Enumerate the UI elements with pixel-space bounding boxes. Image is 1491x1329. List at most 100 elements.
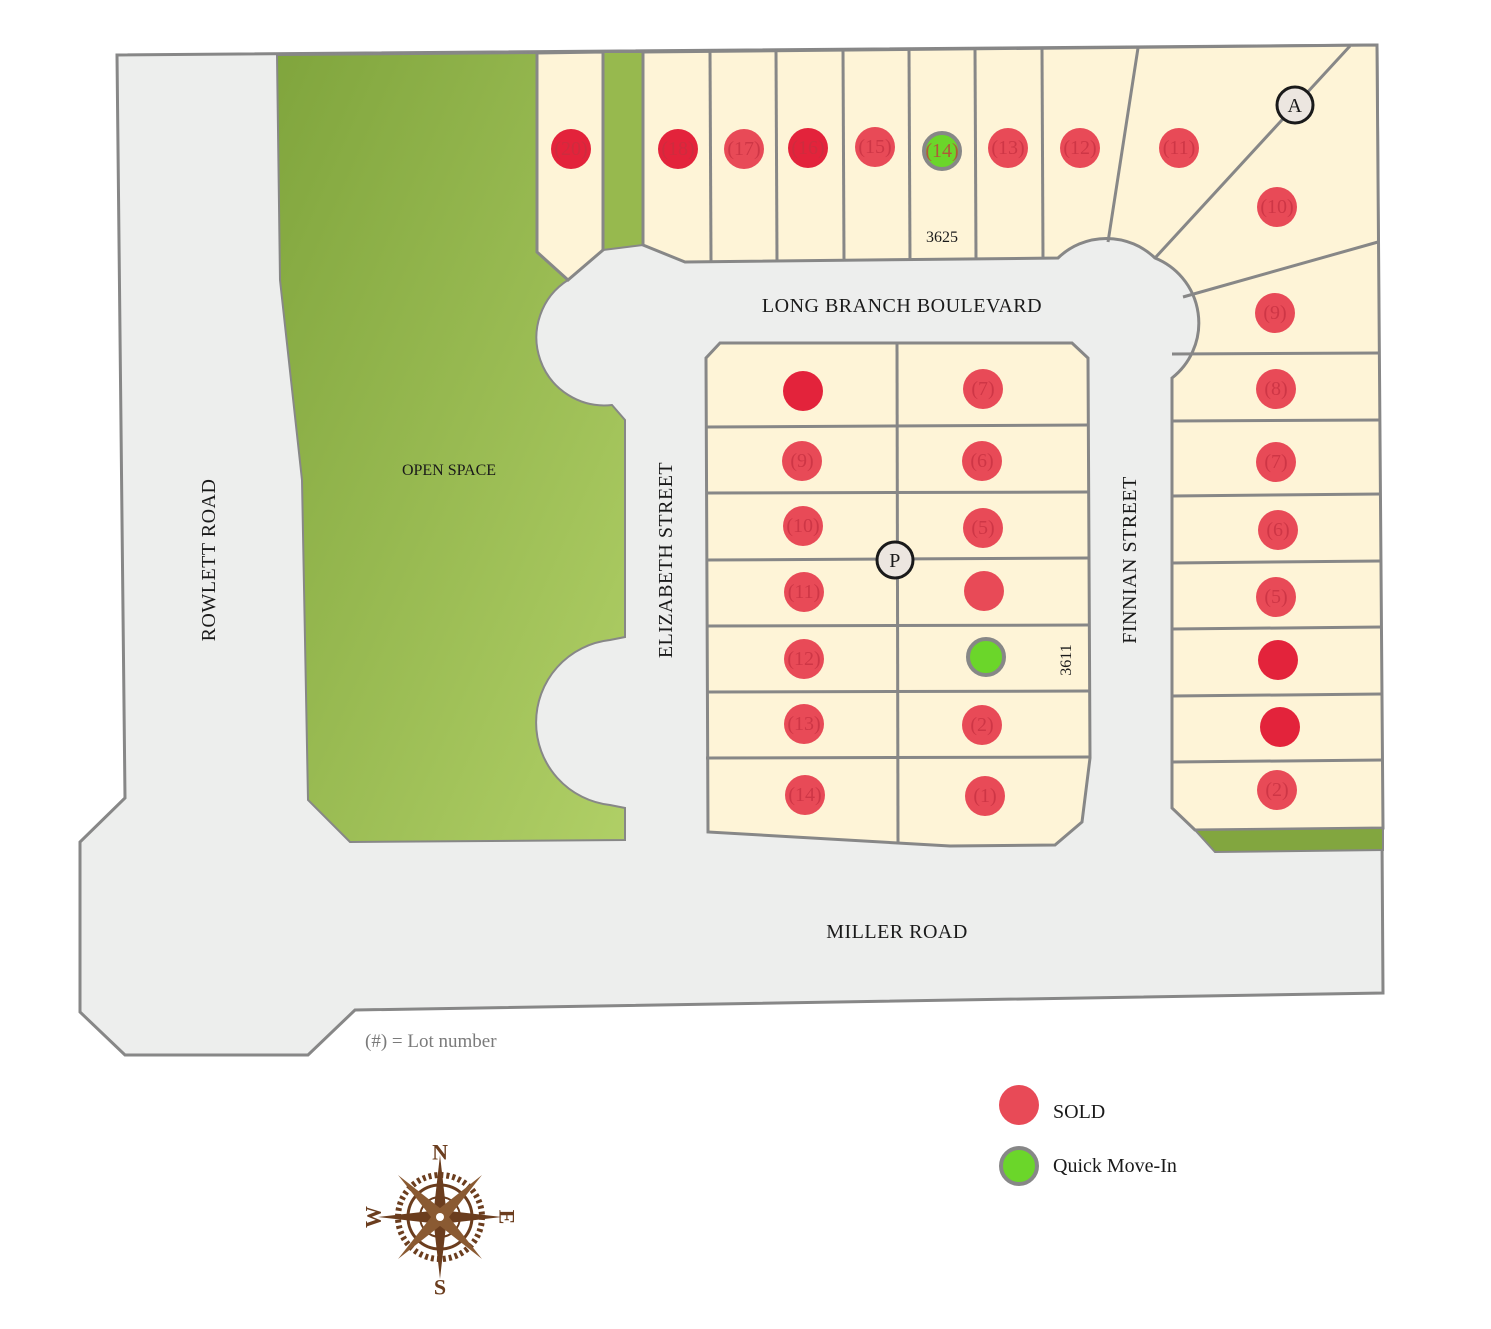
road-label-elizabeth: ELIZABETH STREET	[655, 462, 677, 658]
open-space-area	[275, 51, 626, 844]
lot-number: (14)	[788, 784, 821, 806]
road-label-long-branch: LONG BRANCH BOULEVARD	[762, 295, 1042, 317]
lot-marker-east[interactable]	[1258, 640, 1298, 680]
lot-status-dot	[788, 128, 828, 168]
lot-marker-east[interactable]: (7)	[1256, 442, 1296, 482]
lot-marker-top[interactable]: (17)	[724, 129, 764, 169]
lot-number: (14)	[925, 140, 958, 162]
lot-marker-inner-east[interactable]	[964, 571, 1004, 611]
lot-marker-east[interactable]: (9)	[1255, 293, 1295, 333]
lot-marker-inner-east[interactable]: (2)	[962, 705, 1002, 745]
lot-marker-inner-west[interactable]: (10)	[783, 506, 823, 546]
lot-status-dot	[922, 131, 962, 171]
lot-number: (13)	[787, 713, 820, 735]
lot-markers: (20) (18) (17) (16) (15) (14) (13) (12) (11) (10)…	[551, 127, 1300, 816]
lot-number: (13)	[991, 137, 1024, 159]
lot-number: (12)	[787, 648, 820, 670]
lot-status-dot	[1060, 128, 1100, 168]
compass-rose-icon: N E S W	[361, 1140, 520, 1300]
address-3625: 3625	[926, 229, 958, 246]
park-marker-p[interactable]: P	[875, 540, 915, 580]
lot-marker-top[interactable]: (11)	[1159, 128, 1199, 168]
legend-sold-label: SOLD	[1053, 1101, 1105, 1123]
lot-status-dot	[784, 572, 824, 612]
legend-quick-move-in-label: Quick Move-In	[1053, 1155, 1177, 1177]
lot-status-dot	[965, 776, 1005, 816]
lot-number: (5)	[971, 517, 994, 539]
green-strip-southeast	[1192, 826, 1384, 854]
lot-status-dot	[782, 441, 822, 481]
lot-number: (17)	[727, 138, 760, 160]
lot-status-dot	[783, 371, 823, 411]
lot-status-dot	[1257, 770, 1297, 810]
lot-marker-inner-east[interactable]: (7)	[963, 369, 1003, 409]
lot-number: (16)	[791, 137, 824, 159]
lot-status-dot	[962, 705, 1002, 745]
lot-status-dot	[988, 128, 1028, 168]
lot-number: (18)	[661, 138, 694, 160]
lot-lines-north	[708, 44, 1384, 764]
lot-status-dot	[1260, 707, 1300, 747]
lot-status-dot	[1159, 128, 1199, 168]
green-strip	[602, 51, 644, 252]
open-space-label: OPEN SPACE	[402, 462, 496, 479]
lot-number: (5)	[1264, 586, 1287, 608]
lot-status-dot	[1256, 369, 1296, 409]
lot-number: (20)	[554, 138, 587, 160]
lot-number-note: (#) = Lot number	[365, 1031, 497, 1052]
address-3611: 3611	[1058, 644, 1075, 675]
lot-status-dot	[1258, 510, 1298, 550]
lot-number: (12)	[1063, 137, 1096, 159]
legend-sold-swatch	[999, 1085, 1039, 1125]
lot-marker-inner-east[interactable]: (5)	[963, 508, 1003, 548]
lot-number: (7)	[1264, 451, 1287, 473]
lot-status-dot	[1256, 442, 1296, 482]
lot-status-dot	[963, 369, 1003, 409]
compass-w: W	[361, 1206, 386, 1228]
lot-status-dot	[724, 129, 764, 169]
lot-status-dot	[962, 441, 1002, 481]
lot-number: (1)	[973, 785, 996, 807]
lot-number: (10)	[1260, 196, 1293, 218]
lot-marker-inner-west[interactable]: (13)	[784, 704, 824, 744]
lot-marker-top[interactable]: (16)	[788, 128, 828, 168]
lot-marker-east[interactable]: (5)	[1256, 577, 1296, 617]
legend: SOLD Quick Move-In	[999, 1085, 1177, 1186]
lot-marker-top[interactable]: (14)	[922, 131, 962, 171]
lot-marker-east[interactable]: (6)	[1258, 510, 1298, 550]
compass-s: S	[434, 1275, 446, 1300]
lot-marker-inner-west[interactable]: (12)	[784, 639, 824, 679]
lot-marker-inner-west[interactable]: (14)	[785, 775, 825, 815]
lot-number: (2)	[970, 714, 993, 736]
lot-lines-inner	[705, 342, 1091, 844]
lot-marker-top[interactable]: (13)	[988, 128, 1028, 168]
lot-status-dot	[855, 127, 895, 167]
lot-marker-inner-east[interactable]: (1)	[965, 776, 1005, 816]
lot-marker-inner-west[interactable]: (9)	[782, 441, 822, 481]
lot-marker-top[interactable]: (12)	[1060, 128, 1100, 168]
lot-marker-inner-west[interactable]: (11)	[784, 572, 824, 612]
lot-marker-top[interactable]: (18)	[658, 129, 698, 169]
lot-status-dot	[1258, 640, 1298, 680]
lot-marker-east[interactable]: (10)	[1257, 187, 1297, 227]
lot-number: (10)	[786, 515, 819, 537]
lot-marker-east[interactable]: (8)	[1256, 369, 1296, 409]
lot-number: (6)	[1266, 519, 1289, 541]
lot-marker-inner-west[interactable]	[783, 371, 823, 411]
marker-a-label: A	[1288, 95, 1303, 117]
lot-marker-east[interactable]: (2)	[1257, 770, 1297, 810]
lot-marker-east[interactable]	[1260, 707, 1300, 747]
amenity-marker-a[interactable]: A	[1275, 85, 1315, 125]
lot-number: (15)	[858, 136, 891, 158]
lot-number: (8)	[1264, 378, 1287, 400]
lot-status-dot	[966, 637, 1006, 677]
lot-marker-inner-east[interactable]: (6)	[962, 441, 1002, 481]
lot-number: (6)	[970, 450, 993, 472]
lot-marker-top[interactable]: (20)	[551, 129, 591, 169]
lot-number: (11)	[788, 581, 821, 603]
lot-marker-inner-east[interactable]	[966, 637, 1006, 677]
compass-e: E	[495, 1210, 520, 1225]
lot-number: (9)	[790, 450, 813, 472]
lot-marker-top[interactable]: (15)	[855, 127, 895, 167]
